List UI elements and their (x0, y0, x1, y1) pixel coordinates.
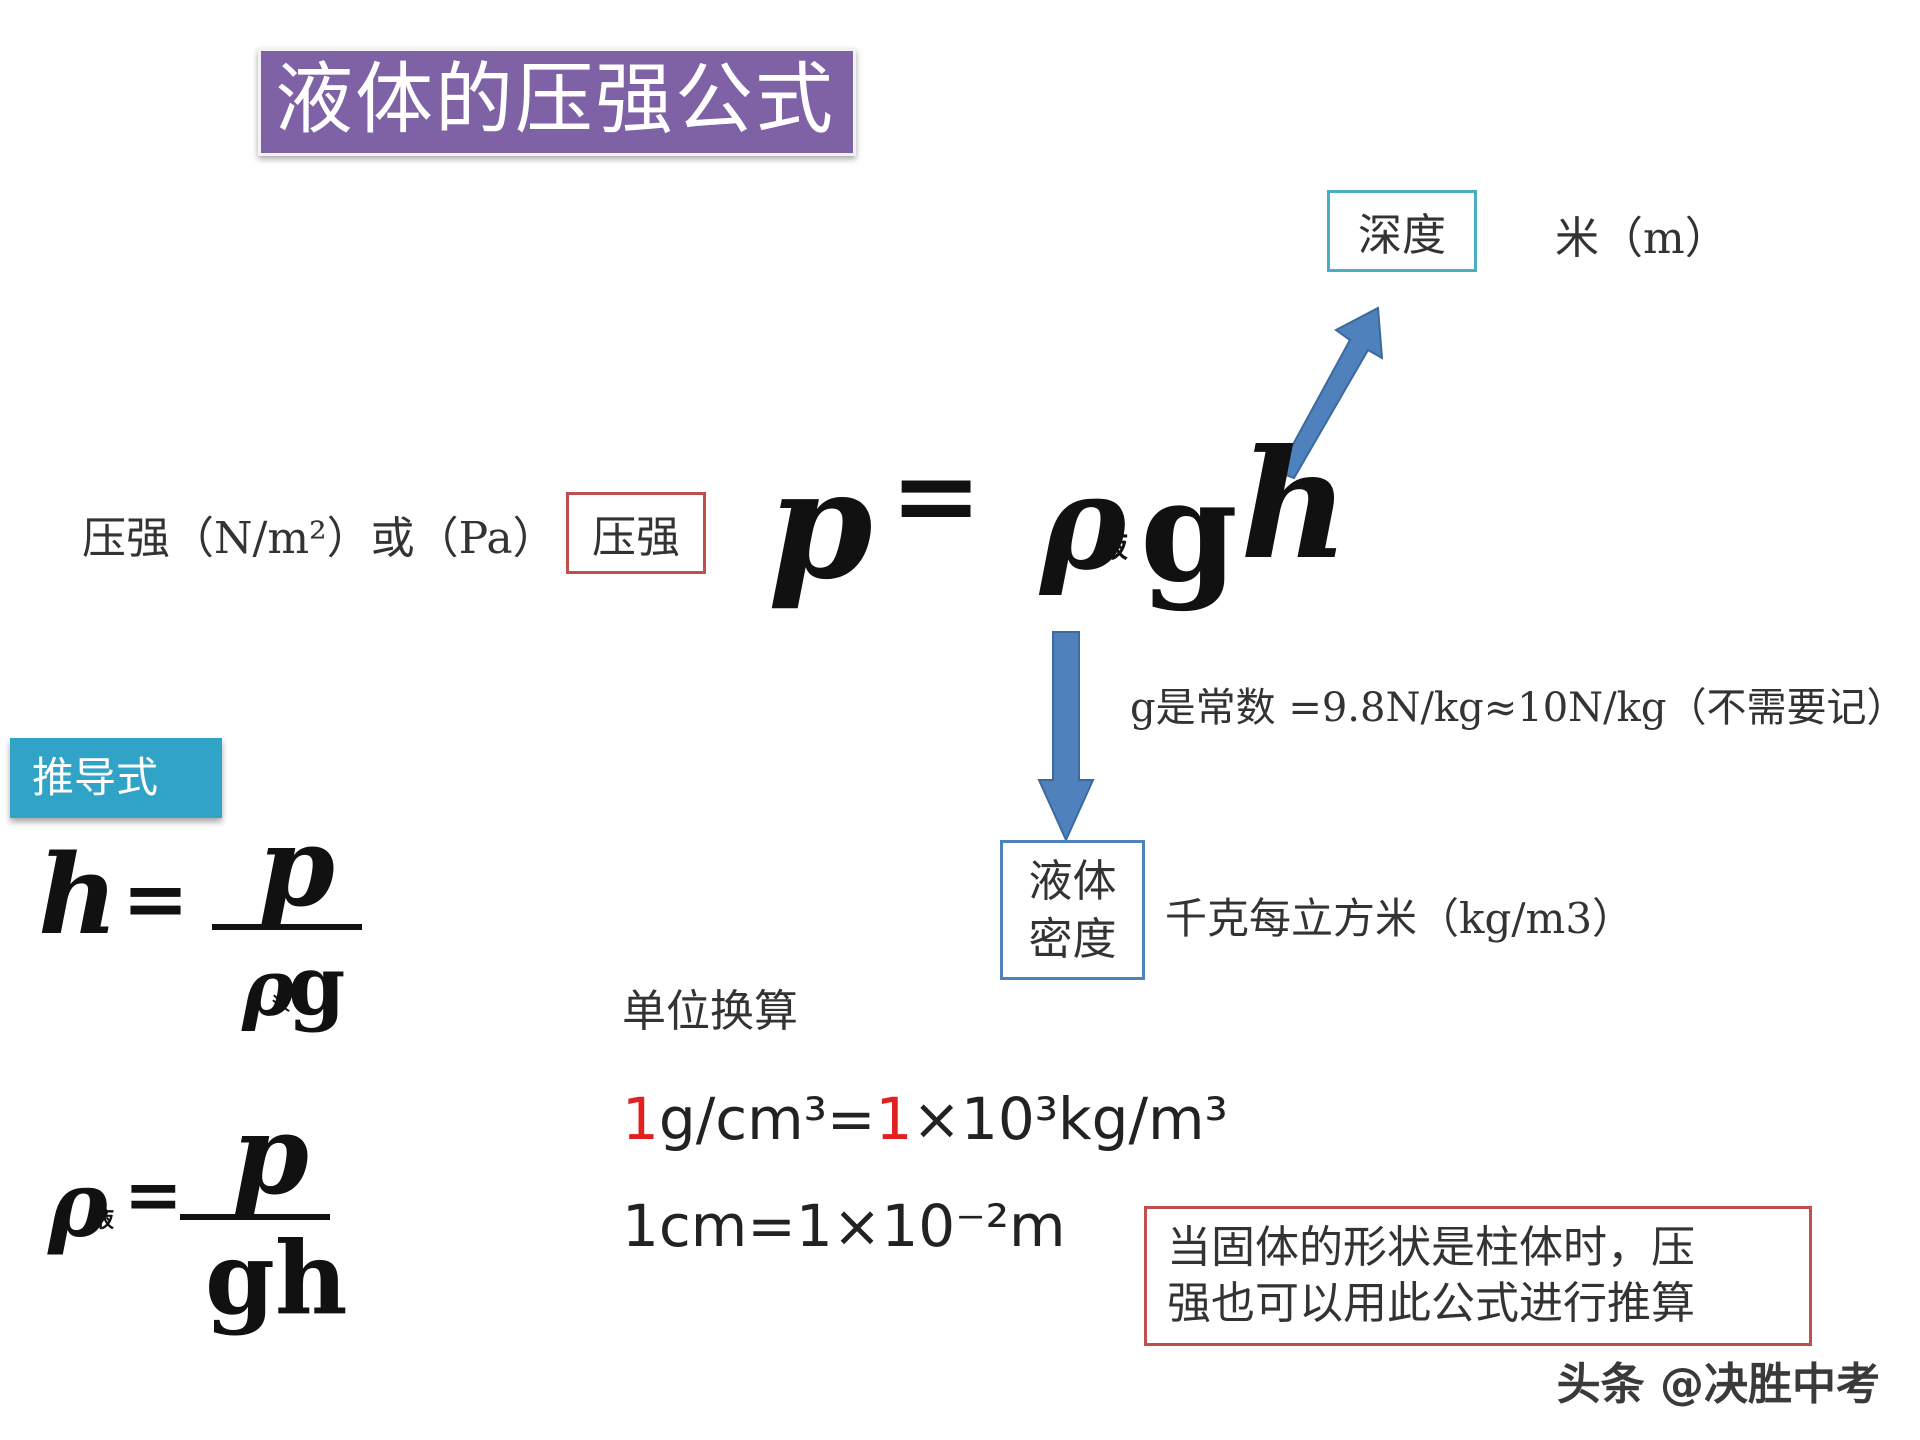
deriv-h-lhs: h (38, 830, 118, 959)
deriv-rho-denominator: gh (205, 1219, 348, 1337)
deriv-rho-fraction-bar (180, 1214, 330, 1220)
pressure-label: 压强 (592, 512, 680, 563)
formula-g: g (1140, 450, 1238, 614)
formula-h: h (1240, 417, 1350, 593)
conversion-heading: 单位换算 (622, 986, 798, 1037)
deriv-h-fraction-bar (212, 924, 362, 930)
deriv-rho-numerator: p (232, 1090, 309, 1219)
conversion-line1-num-b: 1 (875, 1085, 913, 1153)
page-title: 液体的压强公式 (275, 55, 836, 145)
formula-rho-subscript: 液 (1098, 530, 1128, 565)
formula-rho: ρ (1040, 446, 1127, 599)
pressure-box: 压强 (566, 492, 706, 574)
depth-label: 深度 (1358, 210, 1446, 261)
density-label-line1: 液体 (1028, 856, 1117, 907)
formula-equals: = (890, 430, 983, 559)
conversion-line1-unit-a: g/cm³= (658, 1085, 876, 1153)
deriv-h-equals: = (122, 851, 190, 945)
density-label-line2: 密度 (1028, 914, 1117, 965)
watermark: 头条 @决胜中考 (1556, 1359, 1880, 1410)
g-constant-note: g是常数 =9.8N/kg≈10N/kg（不需要记） (1130, 685, 1907, 731)
solid-note-line1: 当固体的形状是柱体时，压 (1167, 1222, 1695, 1273)
title-banner (258, 48, 856, 156)
deriv-rho-lhs-sub: 液 (92, 1207, 115, 1233)
deriv-h-denominator-rho: ρ (242, 943, 294, 1034)
solid-note-line2: 强也可以用此公式进行推算 (1167, 1278, 1695, 1329)
conversion-line1: 1g/cm³=1×10³kg/m³ (622, 1085, 1228, 1153)
arrow-up-right-icon (1276, 306, 1384, 480)
depth-box: 深度 (1327, 190, 1477, 272)
deriv-h-denominator-sub: 液 (272, 994, 290, 1015)
deriv-rho-lhs: ρ (48, 1152, 108, 1258)
depth-unit: 米（m） (1555, 213, 1729, 264)
solid-note-box: 当固体的形状是柱体时，压 强也可以用此公式进行推算 (1144, 1206, 1812, 1346)
density-unit: 千克每立方米（kg/m3） (1165, 894, 1635, 943)
formula-p: p (768, 437, 873, 613)
derivation-tag: 推导式 (10, 738, 222, 818)
conversion-line1-num-a: 1 (622, 1085, 659, 1153)
conversion-line1-rest: ×10³kg/m³ (912, 1085, 1228, 1153)
deriv-rho-equals: = (124, 1153, 183, 1236)
deriv-h-numerator: p (258, 802, 335, 931)
density-box: 液体 密度 (1000, 840, 1145, 980)
conversion-line2: 1cm=1×10⁻²m (622, 1192, 1066, 1260)
pressure-unit: 压强（N/m²）或（Pa） (82, 513, 557, 564)
deriv-h-denominator-g: g (288, 938, 346, 1034)
arrow-down-icon (1037, 631, 1095, 843)
